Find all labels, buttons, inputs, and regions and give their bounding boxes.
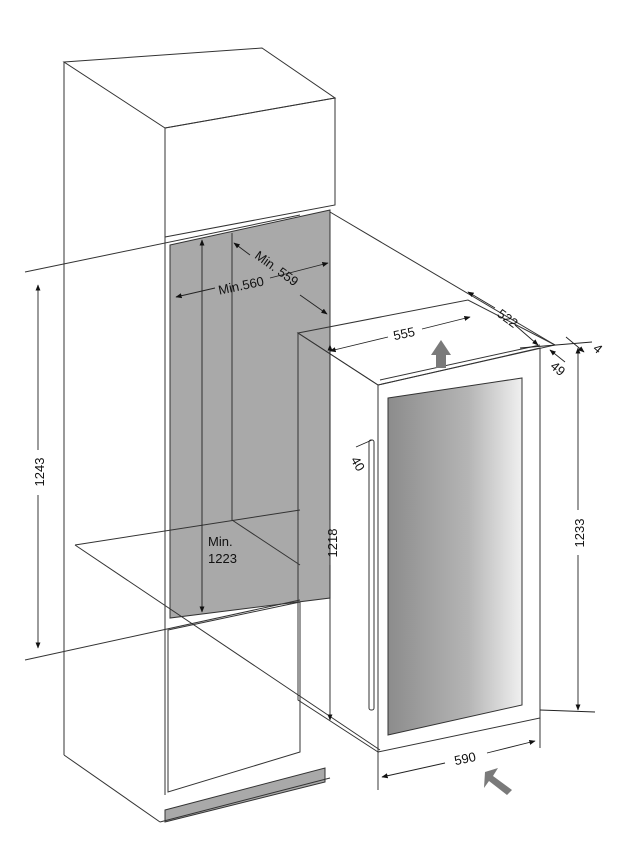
label-4: 4 bbox=[590, 340, 605, 356]
label-555: 555 bbox=[392, 324, 416, 343]
depth-projection-line bbox=[329, 211, 556, 346]
dimensions bbox=[35, 239, 596, 790]
dim-line-555 bbox=[329, 336, 389, 353]
top-reference-line bbox=[24, 214, 301, 273]
floor-reference-line bbox=[24, 599, 301, 661]
dim-line-522 bbox=[467, 291, 496, 309]
label-49: 49 bbox=[548, 358, 569, 379]
label-40: 40 bbox=[348, 454, 368, 474]
cooler-top bbox=[296, 299, 557, 386]
niche-opening bbox=[169, 209, 331, 619]
lower-cabinet-door bbox=[167, 601, 301, 793]
plinth bbox=[164, 767, 326, 823]
dim-line-590 bbox=[381, 762, 446, 779]
arrow-up-icon bbox=[431, 340, 451, 368]
cabinet-bottom-edge bbox=[63, 754, 161, 823]
dim-line-560 bbox=[175, 287, 216, 299]
tall-cabinet bbox=[24, 47, 556, 823]
glass-panel bbox=[387, 377, 523, 736]
dim-line-4 bbox=[565, 336, 585, 353]
dim-line-49 bbox=[549, 349, 566, 363]
door-top-edge bbox=[379, 344, 541, 381]
label-min-1223-line2: 1223 bbox=[208, 551, 237, 566]
dim-line-559 bbox=[233, 242, 251, 256]
label-1233: 1233 bbox=[572, 519, 587, 548]
label-1243: 1243 bbox=[32, 458, 47, 487]
dim-line-560b bbox=[269, 261, 329, 279]
wine-cooler bbox=[296, 299, 557, 795]
shelf-line bbox=[74, 509, 301, 546]
label-590: 590 bbox=[453, 749, 477, 768]
dim-line-590b bbox=[486, 739, 536, 754]
plinth-edge bbox=[159, 777, 331, 823]
cabinet-top bbox=[62, 47, 337, 129]
niche-floor-edge bbox=[231, 519, 301, 566]
dim-line-40 bbox=[355, 439, 373, 448]
ext-line-top bbox=[519, 341, 593, 349]
ext-line-1233 bbox=[539, 709, 596, 713]
dim-line-522b bbox=[514, 324, 539, 346]
door-handle bbox=[368, 439, 375, 711]
label-min-1223-line1: Min. bbox=[208, 534, 233, 549]
label-1218: 1218 bbox=[325, 529, 340, 558]
dim-line-559b bbox=[299, 294, 328, 315]
arrow-insert-icon bbox=[484, 768, 512, 795]
dim-line-555b bbox=[421, 315, 471, 330]
